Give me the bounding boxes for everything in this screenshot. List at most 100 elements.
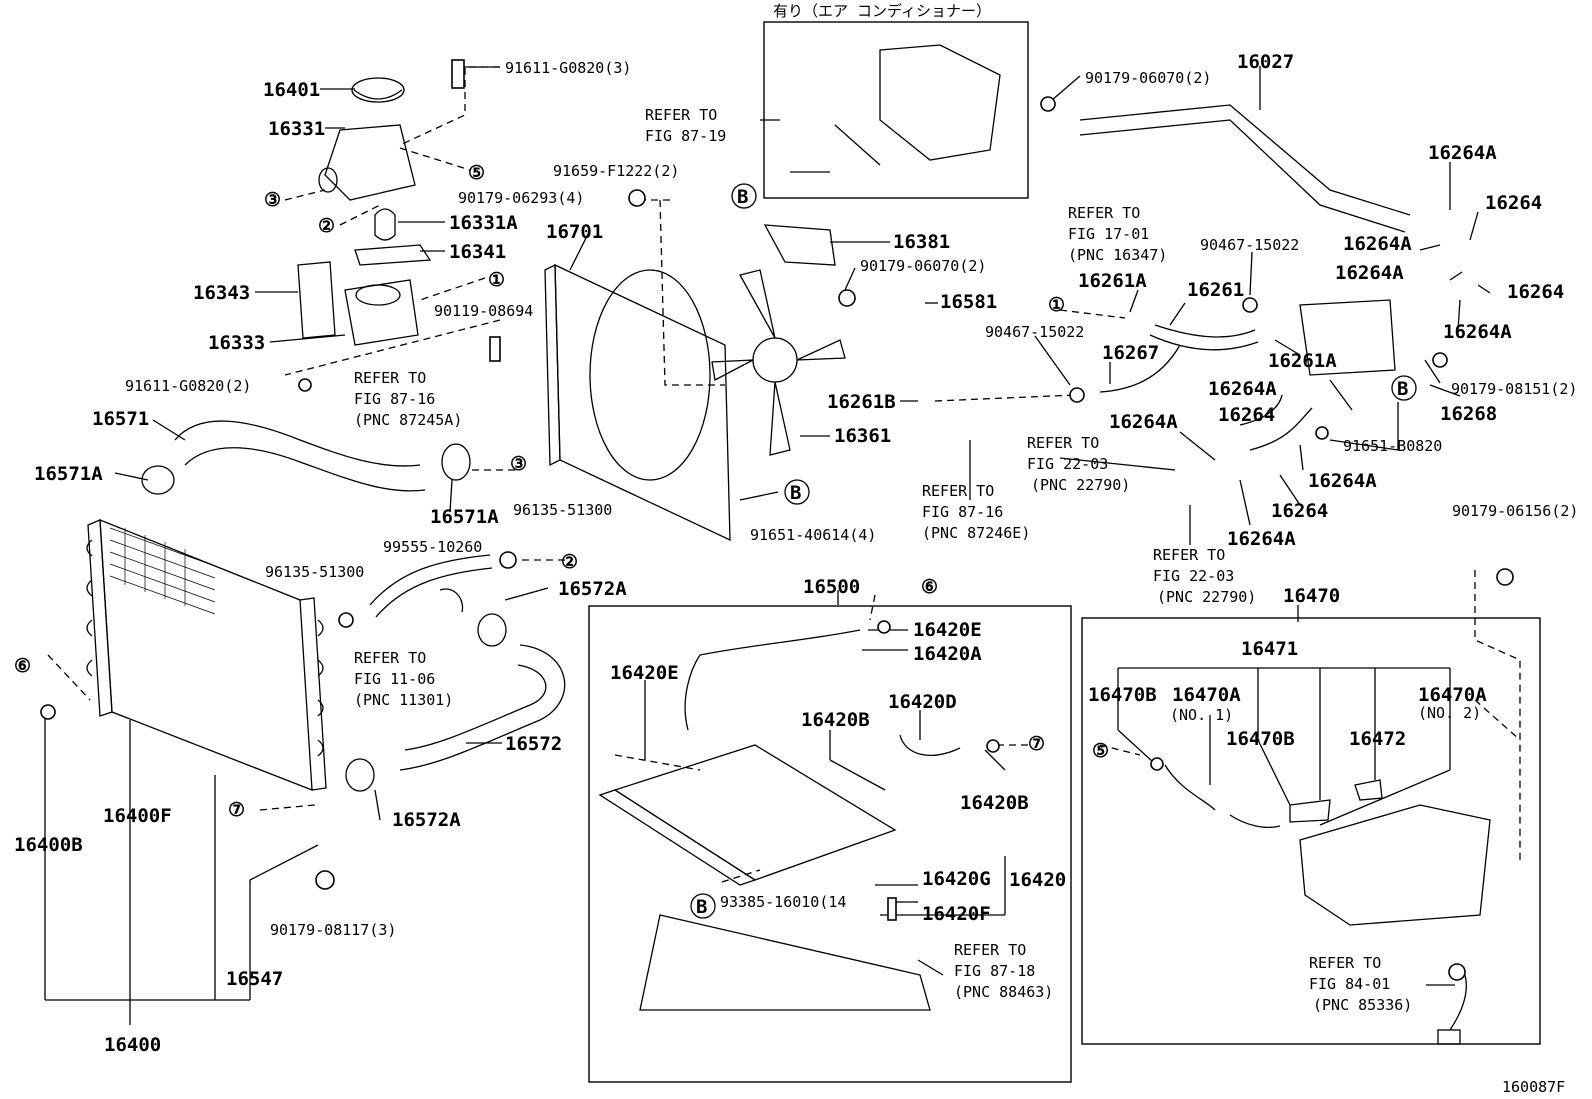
part-16571A-left: 16571A [34, 463, 103, 485]
ref-pnc-16347: (PNC 16347) [1068, 246, 1167, 264]
refer-to-label: REFER TO [1027, 434, 1099, 452]
callout-7-assy: ⑦ [1028, 733, 1045, 755]
ref-pnc-87246e: (PNC 87246E) [922, 524, 1030, 542]
callout-6-assy: ⑥ [921, 576, 938, 598]
callout-5-tank: ⑤ [1092, 740, 1109, 762]
ref-fig-22-03-a: FIG 22-03 [1027, 455, 1108, 473]
hw-90467-15022-b: 90467-15022 [985, 323, 1084, 341]
ac-inset-box [763, 21, 1029, 199]
ref-fig-22-03-b: FIG 22-03 [1153, 567, 1234, 585]
refer-to-label: REFER TO [354, 369, 426, 387]
part-16471: 16471 [1241, 638, 1298, 660]
hw-91611-G0820-3: 91611-G0820(3) [505, 59, 631, 77]
ref-fig-84-01: FIG 84-01 [1309, 975, 1390, 993]
part-16264-4: 16264 [1271, 500, 1328, 522]
label-no1: (NO. 1) [1170, 706, 1233, 724]
part-16420D: 16420D [888, 691, 957, 713]
part-16264-1: 16264 [1485, 192, 1542, 214]
part-16261B: 16261B [827, 391, 896, 413]
callout-b-heater: B [1397, 378, 1408, 400]
part-16264A-8: 16264A [1227, 528, 1296, 550]
refer-to-label: REFER TO [1309, 954, 1381, 972]
callout-2-clamp: ② [561, 551, 578, 573]
radiator-assy-drawing [598, 629, 961, 1011]
refer-to-label: REFER TO [1153, 546, 1225, 564]
hw-90119-08694: 90119-08694 [434, 302, 533, 320]
part-16572: 16572 [505, 733, 562, 755]
ref-fig-87-19: FIG 87-19 [645, 127, 726, 145]
part-16343: 16343 [193, 282, 250, 304]
reserve-tank-box [1081, 617, 1541, 1045]
part-16331: 16331 [268, 118, 325, 140]
part-16701: 16701 [546, 221, 603, 243]
ref-pnc-85336: (PNC 85336) [1313, 996, 1412, 1014]
part-16581: 16581 [940, 291, 997, 313]
radiator-assy-box [588, 605, 1072, 1083]
callout-7-lower: ⑦ [228, 799, 245, 821]
refer-to-label: REFER TO [645, 106, 717, 124]
part-16470: 16470 [1283, 585, 1340, 607]
callout-5-outlet: ⑤ [468, 162, 485, 184]
part-16420E-upper: 16420E [913, 619, 982, 641]
dashed-leaders [47, 66, 1521, 883]
part-16264A-3: 16264A [1335, 262, 1404, 284]
part-16547: 16547 [226, 968, 283, 990]
hw-90179-08151: 90179-08151(2) [1451, 380, 1577, 398]
part-16420G: 16420G [922, 868, 991, 890]
part-16264A-5: 16264A [1208, 378, 1277, 400]
ac-inset-title: 有り（エア コンディショナー） [773, 2, 991, 20]
bypass-hose-drawing [369, 554, 493, 618]
hw-93385-16010: 93385-16010(14 [720, 893, 846, 911]
callout-b-fan: B [790, 482, 801, 504]
part-16264A-2: 16264A [1343, 233, 1412, 255]
water-outlet-drawing [297, 77, 432, 346]
callout-b-assy: B [696, 896, 707, 918]
callout-2-thermostat: ② [318, 215, 335, 237]
hw-99555-10260: 99555-10260 [383, 538, 482, 556]
part-16420F: 16420F [922, 903, 991, 925]
part-16401: 16401 [263, 79, 320, 101]
refer-to-label: REFER TO [922, 482, 994, 500]
part-16264A-7: 16264A [1308, 470, 1377, 492]
leader-lines [44, 66, 1491, 1025]
part-16400: 16400 [104, 1034, 161, 1056]
hw-91651-B0820: 91651-B0820 [1343, 437, 1442, 455]
ref-fig-87-16-b: FIG 87-16 [922, 503, 1003, 521]
ref-pnc-88463: (PNC 88463) [954, 983, 1053, 1001]
part-16470B-right: 16470B [1226, 728, 1295, 750]
part-16572A-lower: 16572A [392, 809, 461, 831]
lower-hose-drawing [345, 613, 566, 792]
part-16331A: 16331A [449, 212, 518, 234]
hw-90179-08117: 90179-08117(3) [270, 921, 396, 939]
hw-90179-06293: 90179-06293(4) [458, 189, 584, 207]
part-16420: 16420 [1009, 869, 1066, 891]
upper-hose-drawing [141, 420, 471, 495]
part-16261: 16261 [1187, 279, 1244, 301]
part-16420E-left: 16420E [610, 662, 679, 684]
heater-pipes-drawing [1079, 104, 1411, 451]
part-16264A-1: 16264A [1428, 142, 1497, 164]
part-16261A-lower: 16261A [1268, 350, 1337, 372]
fastener-markers [40, 59, 1514, 981]
ref-fig-17-01: FIG 17-01 [1068, 225, 1149, 243]
part-16361: 16361 [834, 425, 891, 447]
refer-to-label: REFER TO [354, 649, 426, 667]
callout-6-drain: ⑥ [14, 655, 31, 677]
part-16472: 16472 [1349, 728, 1406, 750]
part-16400B: 16400B [14, 834, 83, 856]
part-16420B-right: 16420B [960, 792, 1029, 814]
part-16500: 16500 [803, 576, 860, 598]
label-no2: (NO. 2) [1418, 704, 1481, 722]
callout-b-upper: B [737, 186, 748, 208]
radiator-drawing [86, 519, 327, 791]
hw-90179-06070-b: 90179-06070(2) [860, 257, 986, 275]
fan-shroud-drawing [544, 263, 731, 542]
ref-pnc-11301: (PNC 11301) [354, 691, 453, 709]
ac-bracket-drawing [763, 44, 1001, 266]
hw-91659-F1222: 91659-F1222(2) [553, 162, 679, 180]
part-16264-2: 16264 [1507, 281, 1564, 303]
ref-pnc-22790-a: (PNC 22790) [1031, 476, 1130, 494]
part-16470A-no1: 16470A [1172, 684, 1241, 706]
part-16400F: 16400F [103, 805, 172, 827]
